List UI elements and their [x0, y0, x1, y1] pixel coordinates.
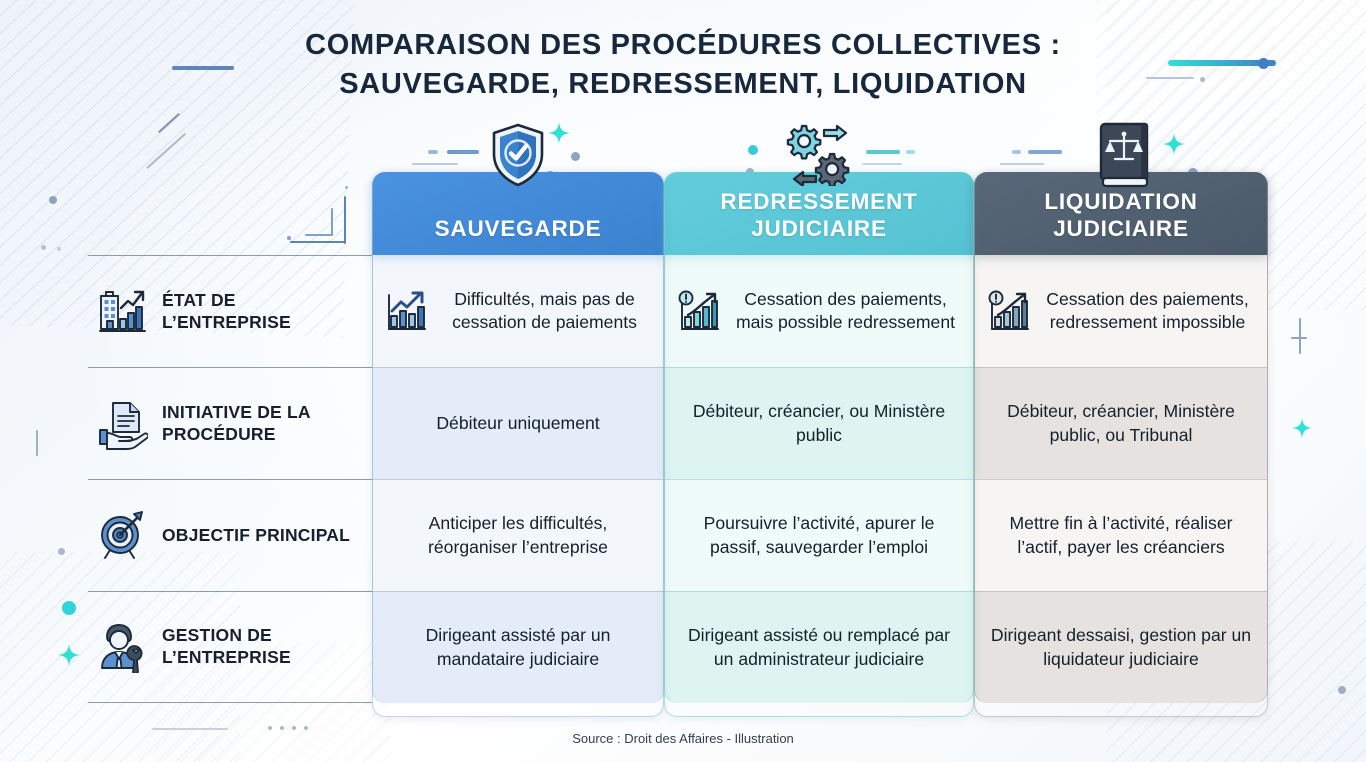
sparkle-icon-right	[1292, 418, 1312, 438]
warning-chart-icon	[988, 290, 1029, 330]
dash-gears-3	[862, 163, 902, 166]
bracket-vertical	[344, 196, 347, 244]
accent-dot-left-cyan	[62, 601, 76, 615]
bracket-horizontal	[290, 241, 346, 244]
dash-gears-1	[866, 150, 900, 154]
bracket-inner-horizontal	[305, 234, 333, 236]
dash-shield-1	[447, 150, 479, 154]
cell-text: Débiteur uniquement	[436, 412, 600, 433]
target-arrow-icon	[101, 510, 143, 559]
cell-redressement-objectif: Poursuivre l’activité, apurer le passif,…	[664, 479, 974, 591]
dot-shield-right	[571, 152, 580, 161]
cell-text: Difficultés, mais pas de cessation de pa…	[452, 288, 637, 332]
cell-sauvegarde-initiative: Débiteur uniquement	[372, 367, 664, 479]
law-book-scales-icon	[1099, 122, 1149, 188]
cell-text: Dirigeant dessaisi, gestion par un liqui…	[990, 625, 1252, 669]
hand-document-icon	[99, 401, 148, 450]
cell-liquidation-initiative: Débiteur, créancier, Ministère public, o…	[974, 367, 1268, 479]
row-label-text: GESTION DE L’ENTREPRISE	[162, 625, 291, 667]
column-header-label: REDRESSEMENT JUDICIAIRE	[720, 189, 918, 241]
accent-dot-tl	[49, 196, 57, 204]
source-caption: Source : Droit des Affaires - Illustrati…	[572, 731, 794, 746]
column-header-sauvegarde[interactable]: SAUVEGARDE	[372, 172, 664, 255]
cell-text: Poursuivre l’activité, apurer le passif,…	[703, 513, 935, 557]
cell-liquidation-etat: Cessation des paiements, redressement im…	[974, 255, 1268, 367]
building-growth-chart-icon	[99, 290, 146, 332]
cell-text: Cessation des paiements, redressement im…	[1046, 288, 1249, 332]
cell-sauvegarde-objectif: Anticiper les difficultés, réorganiser l…	[372, 479, 664, 591]
page-title-line-2: SAUVEGARDE, REDRESSEMENT, LIQUIDATION	[339, 67, 1027, 100]
column-header-label: LIQUIDATION JUDICIAIRE	[1044, 189, 1198, 241]
cell-text: Dirigeant assisté ou remplacé par un adm…	[687, 625, 951, 669]
accent-dot-tr-2	[1200, 77, 1205, 82]
accent-stroke-left-low	[36, 430, 38, 456]
column-header-redressement[interactable]: REDRESSEMENT JUDICIAIRE	[664, 172, 974, 255]
dash-book-2	[1012, 150, 1021, 154]
cell-sauvegarde-etat: Difficultés, mais pas de cessation de pa…	[372, 255, 664, 367]
column-header-label: SAUVEGARDE	[434, 215, 602, 241]
gears-arrows-icon	[786, 124, 850, 186]
row-label-initiative-procedure: INITIATIVE DE LA PROCÉDURE	[88, 367, 372, 479]
row-label-text: OBJECTIF PRINCIPAL	[162, 524, 351, 545]
bottom-dot-4	[304, 726, 308, 730]
cell-text: Cessation des paiements, mais possible r…	[735, 288, 956, 332]
sparkle-icon-book	[1163, 133, 1185, 155]
dash-shield-3	[412, 163, 458, 166]
cell-sauvegarde-gestion: Dirigeant assisté par un mandataire judi…	[372, 591, 664, 703]
row-label-text: ÉTAT DE L’ENTREPRISE	[162, 289, 291, 332]
cell-text: Débiteur, créancier, Ministère public, o…	[1007, 401, 1235, 445]
accent-stroke-tl-1	[172, 66, 234, 70]
row-label-etat-entreprise: ÉTAT DE L’ENTREPRISE	[88, 255, 372, 367]
page-title: COMPARAISON DES PROCÉDURES COLLECTIVES :…	[0, 26, 1366, 103]
growth-chart-icon	[388, 291, 426, 330]
accent-dot-left-low	[58, 548, 65, 555]
dash-book-3	[1000, 163, 1044, 166]
bracket-inner-vertical	[331, 208, 333, 236]
row-label-text: INITIATIVE DE LA PROCÉDURE	[162, 401, 311, 444]
row-label-objectif-principal: OBJECTIF PRINCIPAL	[88, 479, 372, 591]
dash-book-1	[1028, 150, 1062, 154]
accent-dot-bottom-right	[1338, 686, 1346, 694]
dot-gears-left	[748, 145, 758, 155]
dash-shield-2	[428, 150, 438, 154]
accent-dot-tr	[1258, 58, 1269, 69]
shield-check-icon	[492, 123, 544, 187]
warning-chart-icon	[678, 290, 719, 330]
accent-stroke-right-2	[1291, 337, 1307, 340]
comparison-table: SAUVEGARDE REDRESSEMENT JUDICIAIRE LIQUI…	[88, 172, 1278, 717]
dash-gears-2	[906, 150, 915, 154]
bottom-dot-1	[268, 726, 272, 730]
cell-text: Débiteur, créancier, ou Ministère public	[692, 401, 946, 445]
cell-text: Anticiper les difficultés, réorganiser l…	[428, 513, 608, 557]
bottom-dot-2	[280, 726, 284, 730]
cell-text: Dirigeant assisté par un mandataire judi…	[425, 625, 611, 669]
bottom-dash-line	[152, 728, 228, 730]
bracket-dot-top	[345, 186, 348, 189]
accent-gradient-stroke-top-right	[1168, 60, 1276, 66]
accent-dot-tl-3	[57, 247, 61, 251]
cell-liquidation-gestion: Dirigeant dessaisi, gestion par un liqui…	[974, 591, 1268, 703]
sparkle-icon-shield	[548, 122, 570, 144]
cell-liquidation-objectif: Mettre fin à l’activité, réaliser l’acti…	[974, 479, 1268, 591]
page-title-line-1: COMPARAISON DES PROCÉDURES COLLECTIVES :	[305, 29, 1061, 61]
accent-dot-tl-2	[41, 245, 46, 250]
cell-redressement-initiative: Débiteur, créancier, ou Ministère public	[664, 367, 974, 479]
cell-text: Mettre fin à l’activité, réaliser l’acti…	[1009, 513, 1233, 557]
sparkle-icon-left	[58, 644, 80, 666]
table-corner-cell	[88, 172, 372, 255]
accent-stroke-tr-2	[1146, 77, 1194, 80]
bracket-dot	[287, 236, 291, 240]
cell-redressement-gestion: Dirigeant assisté ou remplacé par un adm…	[664, 591, 974, 703]
row-label-gestion-entreprise: GESTION DE L’ENTREPRISE	[88, 591, 372, 703]
cell-redressement-etat: Cessation des paiements, mais possible r…	[664, 255, 974, 367]
table-grid: SAUVEGARDE REDRESSEMENT JUDICIAIRE LIQUI…	[88, 172, 1278, 717]
accent-stroke-right-1	[1299, 318, 1302, 354]
bottom-dot-3	[292, 726, 296, 730]
manager-wrench-icon	[101, 624, 143, 673]
